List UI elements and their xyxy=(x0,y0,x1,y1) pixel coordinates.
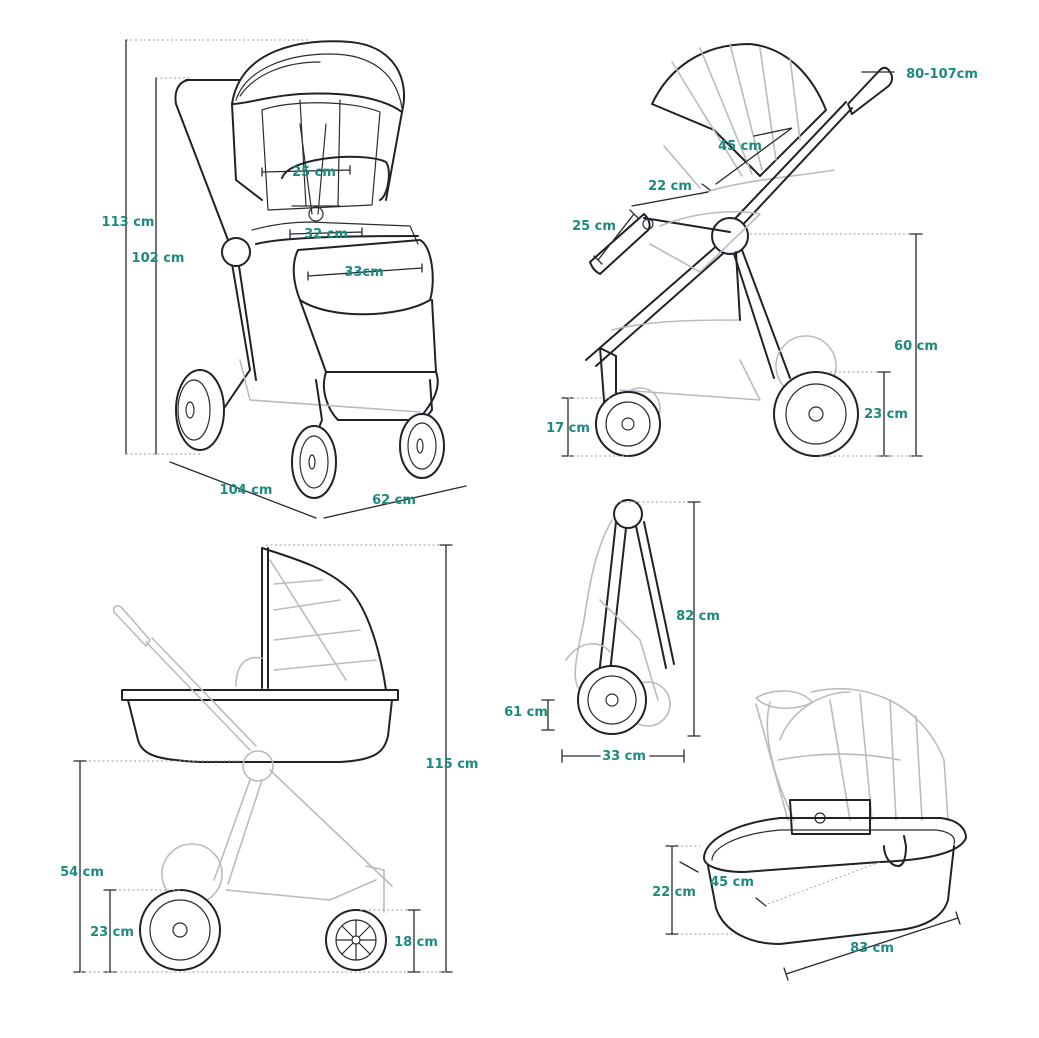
cot-height-label: 54 cm xyxy=(60,865,104,880)
width-label: 62 cm xyxy=(372,493,416,508)
folded-height-label: 82 cm xyxy=(676,609,720,624)
folded-depth-label: 61 cm xyxy=(504,705,548,720)
bumper-bar-label: 25 cm xyxy=(572,219,616,234)
side-front-wheel-label: 17 cm xyxy=(546,421,590,436)
carrycot-on-frame xyxy=(73,544,453,973)
carrycot-length-label: 83 cm xyxy=(850,941,894,956)
side-rear-wheel-label: 23 cm xyxy=(864,407,908,422)
footrest-width-label: 33cm xyxy=(344,265,383,280)
front-frame-height-label: 102 cm xyxy=(132,251,185,266)
cot-rear-wheel-label: 23 cm xyxy=(90,925,134,940)
seat-height-label: 60 cm xyxy=(894,339,938,354)
folded-width-label: 33 cm xyxy=(602,749,646,764)
backrest-width-label: 25 cm xyxy=(292,165,336,180)
length-label: 104 cm xyxy=(220,483,273,498)
seat-depth-label: 22 cm xyxy=(648,179,692,194)
folded-stroller xyxy=(541,499,701,763)
carrycot-standalone xyxy=(665,687,967,981)
seat-width-label: 32 cm xyxy=(304,227,348,242)
front-total-height-label: 113 cm xyxy=(102,215,155,230)
side-view-stroller xyxy=(561,43,923,457)
carrycot-height-label: 22 cm xyxy=(652,885,696,900)
canopy-depth-label: 45 cm xyxy=(718,139,762,154)
carrycot-frame-total-height-label: 115 cm xyxy=(426,757,479,772)
handle-height-label: 80-107cm xyxy=(906,67,978,82)
front-view-stroller xyxy=(125,39,467,519)
carrycot-width-label: 45 cm xyxy=(710,875,754,890)
dimension-labels: 113 cm 102 cm 25 cm 32 cm 33cm 104 cm 62… xyxy=(60,67,978,956)
cot-front-wheel-label: 18 cm xyxy=(394,935,438,950)
